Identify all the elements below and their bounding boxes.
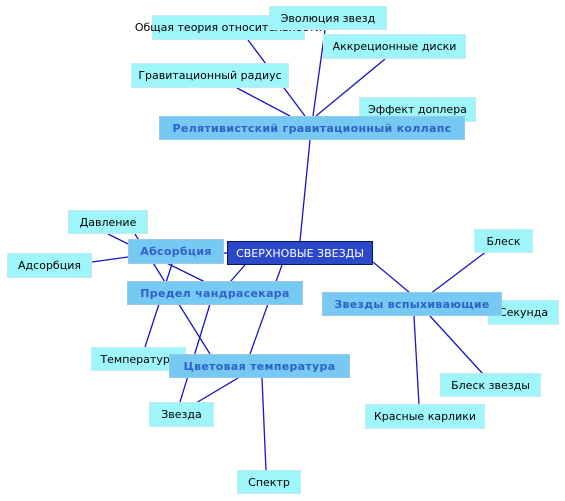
edge-absorption-temperature xyxy=(144,263,173,348)
node-label: Предел чандрасекара xyxy=(140,286,290,300)
node-label: Эволюция звезд xyxy=(280,11,376,25)
node-absorption[interactable]: Абсорбция xyxy=(128,239,224,264)
edge-collapse-gradius xyxy=(236,87,291,117)
node-label: Секунда xyxy=(498,306,549,319)
node-label: Температура xyxy=(100,352,177,366)
node-pressure[interactable]: Давление xyxy=(68,210,148,234)
edge-color-temp-spectrum xyxy=(261,377,267,472)
node-label: Звезды вспыхивающие xyxy=(334,297,490,311)
node-star[interactable]: Звезда xyxy=(149,402,214,427)
edge-center-flare xyxy=(372,261,411,294)
edge-center-color-temp xyxy=(249,264,283,355)
node-label: Адсорбция xyxy=(18,259,81,272)
node-label: Эффект доплера xyxy=(368,103,467,116)
edge-color-temp-star xyxy=(195,377,239,404)
node-label: СВЕРХНОВЫЕ ЗВЕЗДЫ xyxy=(236,246,364,260)
node-flare-stars[interactable]: Звезды вспыхивающие xyxy=(322,292,502,316)
node-label: Абсорбция xyxy=(140,245,212,258)
node-shine[interactable]: Блеск xyxy=(474,229,533,253)
node-relativistic-collapse[interactable]: Релятивистский гравитационный коллапс xyxy=(159,116,465,140)
edge-center-collapse xyxy=(299,139,311,242)
node-label: Блеск xyxy=(486,234,521,248)
node-spectrum[interactable]: Спектр xyxy=(237,470,301,494)
edge-flare-shine xyxy=(429,250,488,295)
node-label: Аккреционные диски xyxy=(332,40,457,53)
node-label: Спектр xyxy=(248,475,290,489)
node-supernovae-center[interactable]: СВЕРХНОВЫЕ ЗВЕЗДЫ xyxy=(227,241,373,265)
node-grav-radius[interactable]: Гравитационный радиус xyxy=(131,63,289,88)
node-label: Релятивистский гравитационный коллапс xyxy=(172,121,452,135)
edge-absorption-adsorption xyxy=(91,256,129,263)
node-label: Блеск звезды xyxy=(451,378,530,392)
node-color-temperature[interactable]: Цветовая температура xyxy=(169,354,350,378)
edge-center-chandrasekhar xyxy=(229,264,246,283)
node-accretion-disks[interactable]: Аккреционные диски xyxy=(323,34,466,59)
node-label: Красные карлики xyxy=(373,410,477,423)
edge-chandrasekhar-star xyxy=(179,303,211,403)
node-star-shine[interactable]: Блеск звезды xyxy=(440,373,541,397)
node-label: Гравитационный радиус xyxy=(138,69,282,82)
node-red-dwarfs[interactable]: Красные карлики xyxy=(365,404,485,429)
node-chandrasekhar-limit[interactable]: Предел чандрасекара xyxy=(127,281,303,305)
edge-flare-star-shine xyxy=(429,315,484,375)
node-label: Давление xyxy=(79,215,137,229)
node-label: Звезда xyxy=(161,408,202,421)
node-adsorption[interactable]: Адсорбция xyxy=(7,253,92,278)
node-label: Цветовая температура xyxy=(183,359,336,373)
node-star-evolution[interactable]: Эволюция звезд xyxy=(269,6,387,30)
edge-flare-red-dwarfs xyxy=(413,315,420,406)
edge-collapse-accretion xyxy=(315,58,386,117)
